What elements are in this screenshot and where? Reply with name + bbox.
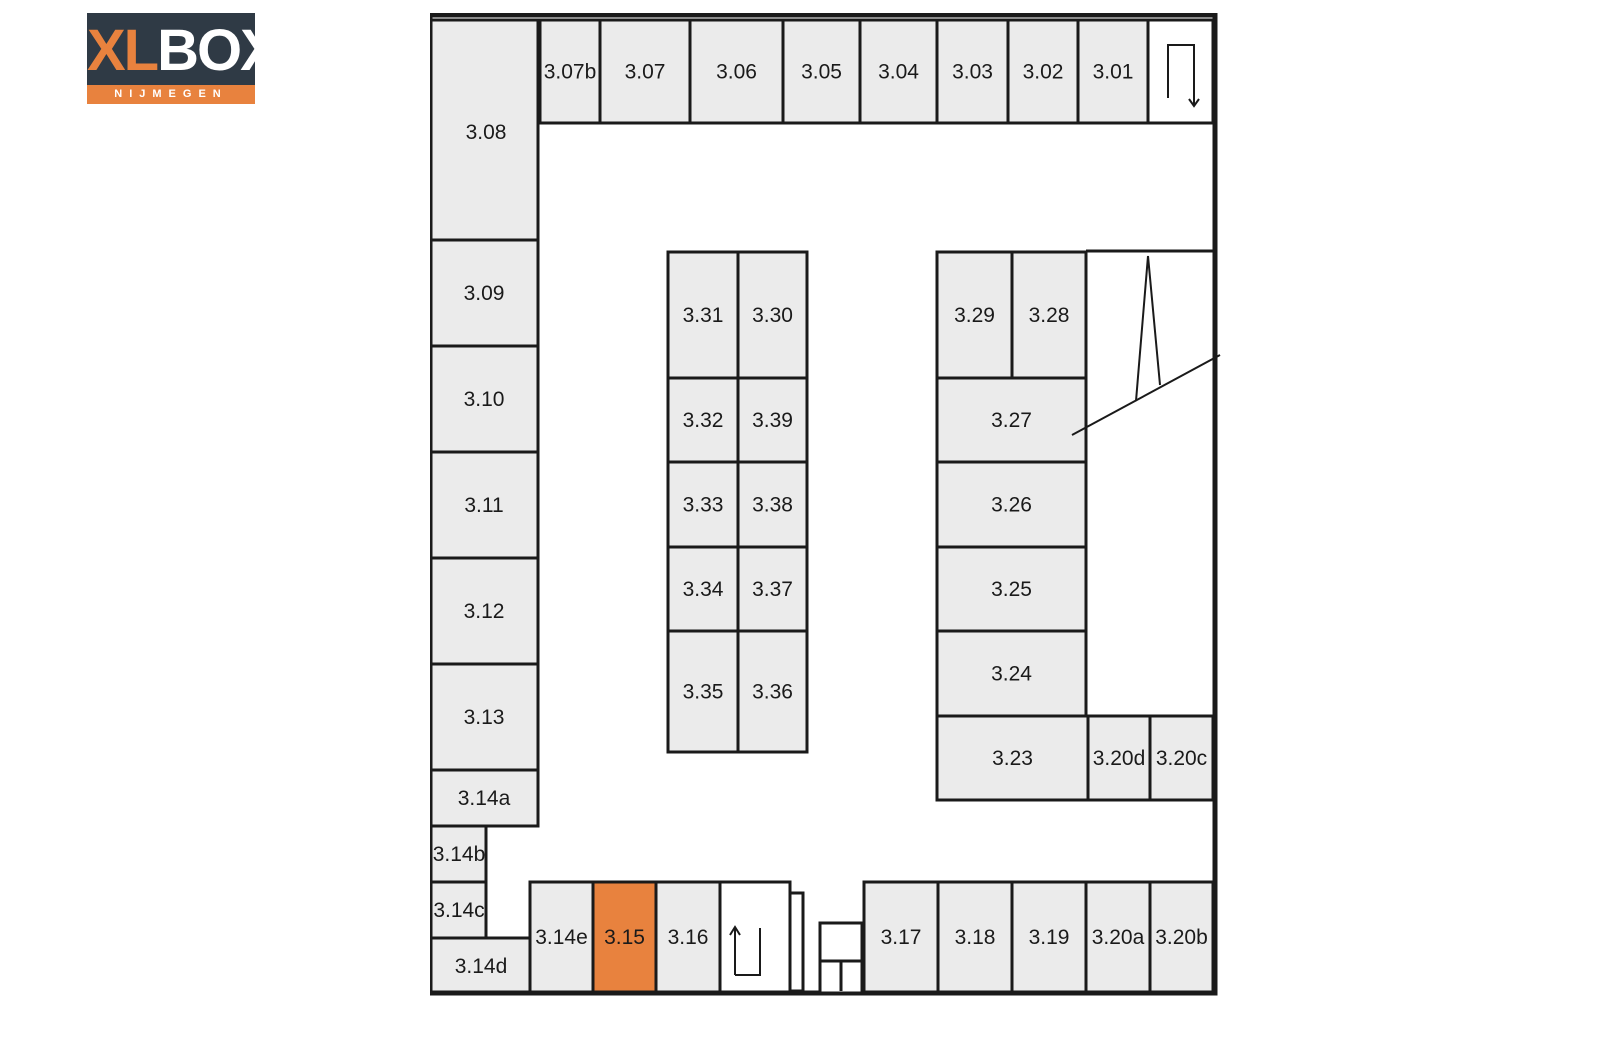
- unit-label-3-36: 3.36: [752, 681, 793, 704]
- unit-label-3-13: 3.13: [464, 706, 505, 729]
- unit-label-3-14b: 3.14b: [433, 843, 486, 866]
- logo-brand-box: BOX: [157, 18, 279, 83]
- unit-3-13[interactable]: [430, 662, 540, 772]
- unit-label-3-29: 3.29: [954, 304, 995, 327]
- unit-label-3-15: 3.15: [604, 926, 645, 949]
- unit-label-3-39: 3.39: [752, 409, 793, 432]
- unit-label-3-03: 3.03: [952, 61, 993, 84]
- units-layer: 3.01 3.02 3.03 3.04 3.05 3.06 3.07 3.07b 3.08 3.0…: [430, 18, 1215, 994]
- unit-label-3-10: 3.10: [464, 388, 505, 411]
- unit-3-33[interactable]: [666, 460, 740, 549]
- unit-3-39[interactable]: [736, 376, 809, 464]
- unit-label-3-34: 3.34: [683, 578, 724, 601]
- unit-3-27[interactable]: [935, 376, 1088, 464]
- unit-3-31[interactable]: [666, 250, 740, 380]
- unit-label-3-30: 3.30: [752, 304, 793, 327]
- stairs-down-arrow-icon: [1167, 44, 1195, 105]
- unit-3-09[interactable]: [430, 238, 540, 348]
- xlbox-logo: XLBOX NIJMEGEN: [87, 13, 279, 104]
- unit-label-3-11: 3.11: [464, 494, 503, 517]
- stairs-up-arrow-icon: [734, 928, 761, 976]
- unit-label-3-28: 3.28: [1029, 304, 1070, 327]
- ramp-diagonal: [1071, 354, 1221, 436]
- unit-3-24[interactable]: [935, 629, 1088, 718]
- stairs-up-arrowhead-icon: [729, 925, 741, 936]
- unit-3-07[interactable]: [598, 18, 692, 125]
- unit-3-05[interactable]: [781, 18, 862, 125]
- unit-label-3-20a: 3.20a: [1092, 926, 1145, 949]
- unit-3-08[interactable]: [430, 18, 540, 242]
- unit-3-23[interactable]: [935, 714, 1090, 802]
- outer-wall: [430, 13, 1218, 996]
- unit-3-37[interactable]: [736, 545, 809, 633]
- unit-3-36[interactable]: [736, 629, 809, 754]
- unit-3-04[interactable]: [858, 18, 939, 125]
- unit-label-3-05: 3.05: [801, 61, 842, 84]
- unit-3-03[interactable]: [935, 18, 1010, 125]
- stairs-top: [1146, 18, 1215, 125]
- unit-label-3-02: 3.02: [1023, 61, 1064, 84]
- unit-label-3-35: 3.35: [683, 681, 724, 704]
- unit-label-3-20c: 3.20c: [1156, 747, 1207, 770]
- unit-3-14a[interactable]: [430, 768, 540, 828]
- unit-3-14e[interactable]: [528, 880, 595, 994]
- unit-3-25[interactable]: [935, 545, 1088, 633]
- unit-label-3-27: 3.27: [991, 409, 1032, 432]
- floor-plan-canvas: 3.01 3.02 3.03 3.04 3.05 3.06 3.07 3.07b 3.08 3.0…: [430, 13, 1221, 996]
- unit-label-3-24: 3.24: [991, 663, 1032, 686]
- unit-label-3-14e: 3.14e: [535, 926, 588, 949]
- unit-3-14c[interactable]: [430, 880, 488, 940]
- unit-3-20d[interactable]: [1086, 714, 1152, 802]
- unit-3-12[interactable]: [430, 556, 540, 666]
- unit-label-3-17: 3.17: [881, 926, 922, 949]
- unit-3-20a[interactable]: [1084, 880, 1152, 994]
- unit-label-3-33: 3.33: [683, 494, 724, 517]
- stairs-down-arrowhead-icon: [1188, 98, 1200, 108]
- unit-label-3-09: 3.09: [464, 282, 505, 305]
- unit-label-3-20d: 3.20d: [1093, 747, 1146, 770]
- unit-label-3-37: 3.37: [752, 578, 793, 601]
- unit-label-3-14c: 3.14c: [433, 899, 484, 922]
- unit-label-3-07: 3.07: [625, 61, 666, 84]
- unit-3-32[interactable]: [666, 376, 740, 464]
- logo-location: NIJMEGEN: [87, 85, 255, 104]
- unit-3-02[interactable]: [1006, 18, 1080, 125]
- unit-label-3-18: 3.18: [955, 926, 996, 949]
- unit-label-3-25: 3.25: [991, 578, 1032, 601]
- unit-label-3-12: 3.12: [464, 600, 505, 623]
- unit-3-38[interactable]: [736, 460, 809, 549]
- floor-plan: 3.01 3.02 3.03 3.04 3.05 3.06 3.07 3.07b 3.08 3.0…: [430, 13, 1250, 1023]
- service-shaft: [788, 891, 805, 993]
- walls-layer: [430, 13, 1221, 996]
- unit-label-3-08: 3.08: [466, 121, 507, 144]
- unit-label-3-32: 3.32: [683, 409, 724, 432]
- unit-label-3-19: 3.19: [1029, 926, 1070, 949]
- unit-label-3-14d: 3.14d: [455, 955, 508, 978]
- unit-label-3-16: 3.16: [668, 926, 709, 949]
- ramp-marker: [1135, 255, 1161, 402]
- unit-label-3-20b: 3.20b: [1155, 926, 1208, 949]
- lift-room-divider: [820, 959, 862, 991]
- unit-3-29[interactable]: [935, 250, 1014, 380]
- unit-3-15-highlighted[interactable]: [591, 880, 658, 994]
- unit-3-14b[interactable]: [430, 824, 488, 884]
- unit-label-3-06: 3.06: [716, 61, 757, 84]
- logo-brand-xl: XL: [87, 18, 159, 83]
- unit-label-3-14a: 3.14a: [458, 787, 511, 810]
- unit-3-35[interactable]: [666, 629, 740, 754]
- unit-label-3-31: 3.31: [683, 304, 724, 327]
- unit-label-3-26: 3.26: [991, 494, 1032, 517]
- unit-label-3-07b: 3.07b: [544, 61, 597, 84]
- logo-brand: XLBOX: [87, 17, 279, 85]
- unit-label-3-04: 3.04: [878, 61, 919, 84]
- unit-label-3-23: 3.23: [992, 747, 1033, 770]
- unit-3-07b[interactable]: [538, 18, 602, 125]
- stairs-bottom: [718, 880, 792, 994]
- unit-label-3-38: 3.38: [752, 494, 793, 517]
- unit-3-10[interactable]: [430, 344, 540, 454]
- unit-label-3-01: 3.01: [1093, 61, 1134, 84]
